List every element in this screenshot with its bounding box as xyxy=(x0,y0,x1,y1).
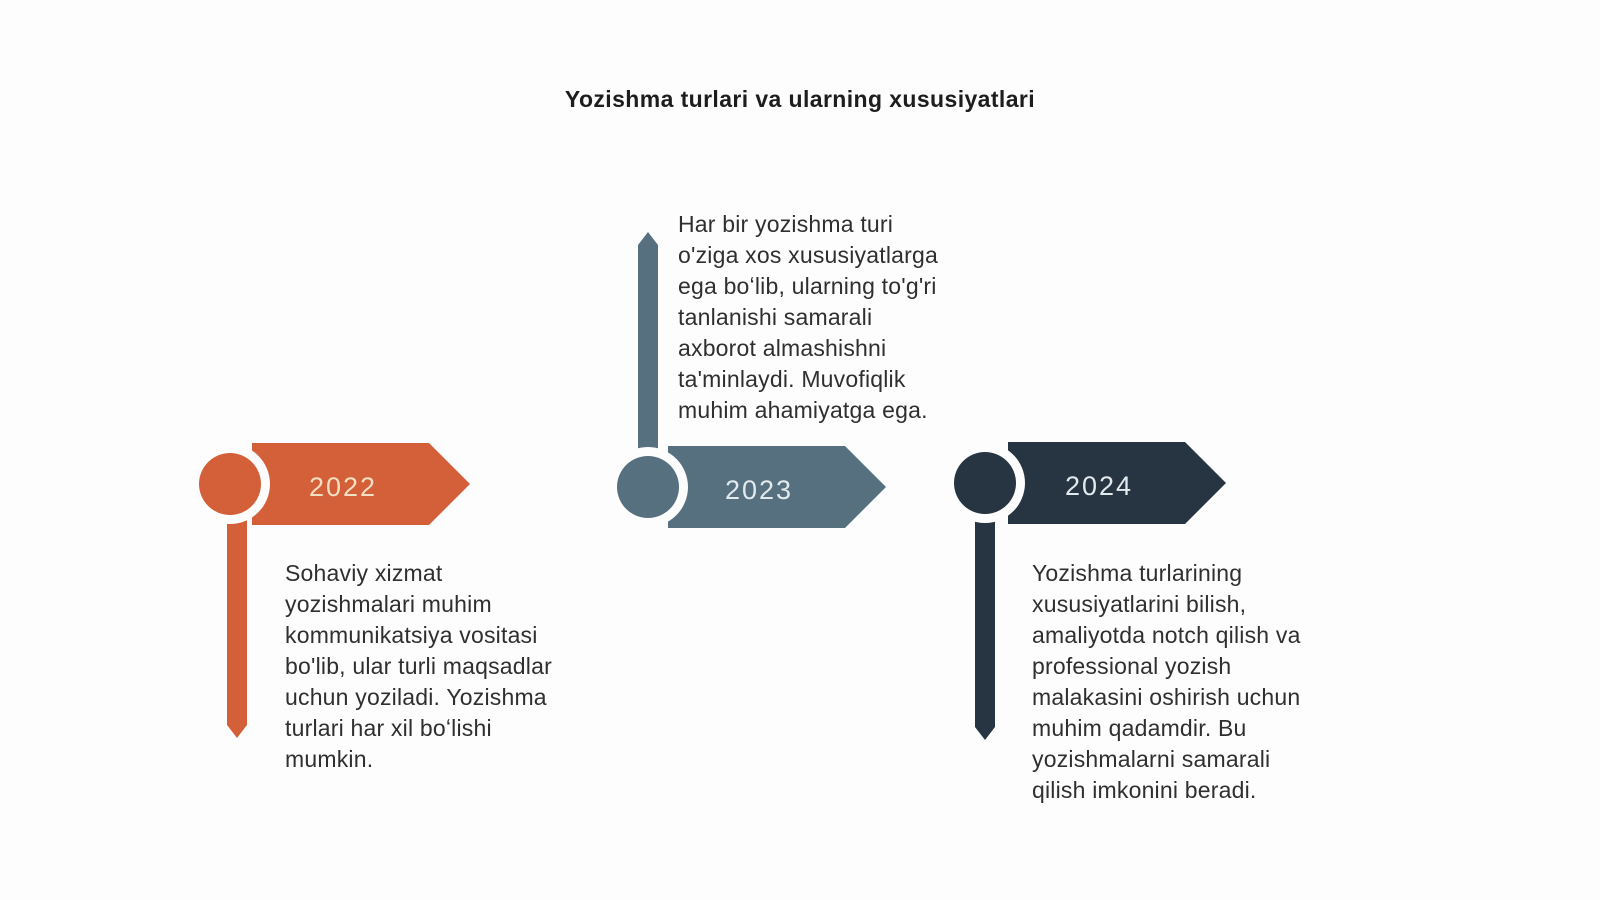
timeline-stem-2023 xyxy=(638,232,658,464)
year-label-2022: 2022 xyxy=(308,472,378,502)
milestone-description-2022: Sohaviy xizmat yozishmalari muhim kommun… xyxy=(285,560,552,772)
year-arrow-banner-2023: 2023 xyxy=(668,446,886,528)
year-label-2024: 2024 xyxy=(1064,471,1134,501)
slide-title: Yozishma turlari va ularning xususiyatla… xyxy=(564,86,1036,112)
year-arrow-banner-2022: 2022 xyxy=(252,443,470,525)
timeline-stem-2024 xyxy=(975,498,995,740)
milestone-description-2023: Har bir yozishma turi o'ziga xos xususiy… xyxy=(678,211,938,423)
timeline-node-circle-2023 xyxy=(617,456,679,518)
year-label-2023: 2023 xyxy=(724,475,794,505)
timeline-stem-2022 xyxy=(227,500,247,738)
timeline-node-circle-2022 xyxy=(199,453,261,515)
milestone-description-2024: Yozishma turlarining xususiyatlarini bil… xyxy=(1032,560,1301,803)
timeline-node-circle-2024 xyxy=(954,452,1016,514)
year-arrow-banner-2024: 2024 xyxy=(1008,442,1226,524)
